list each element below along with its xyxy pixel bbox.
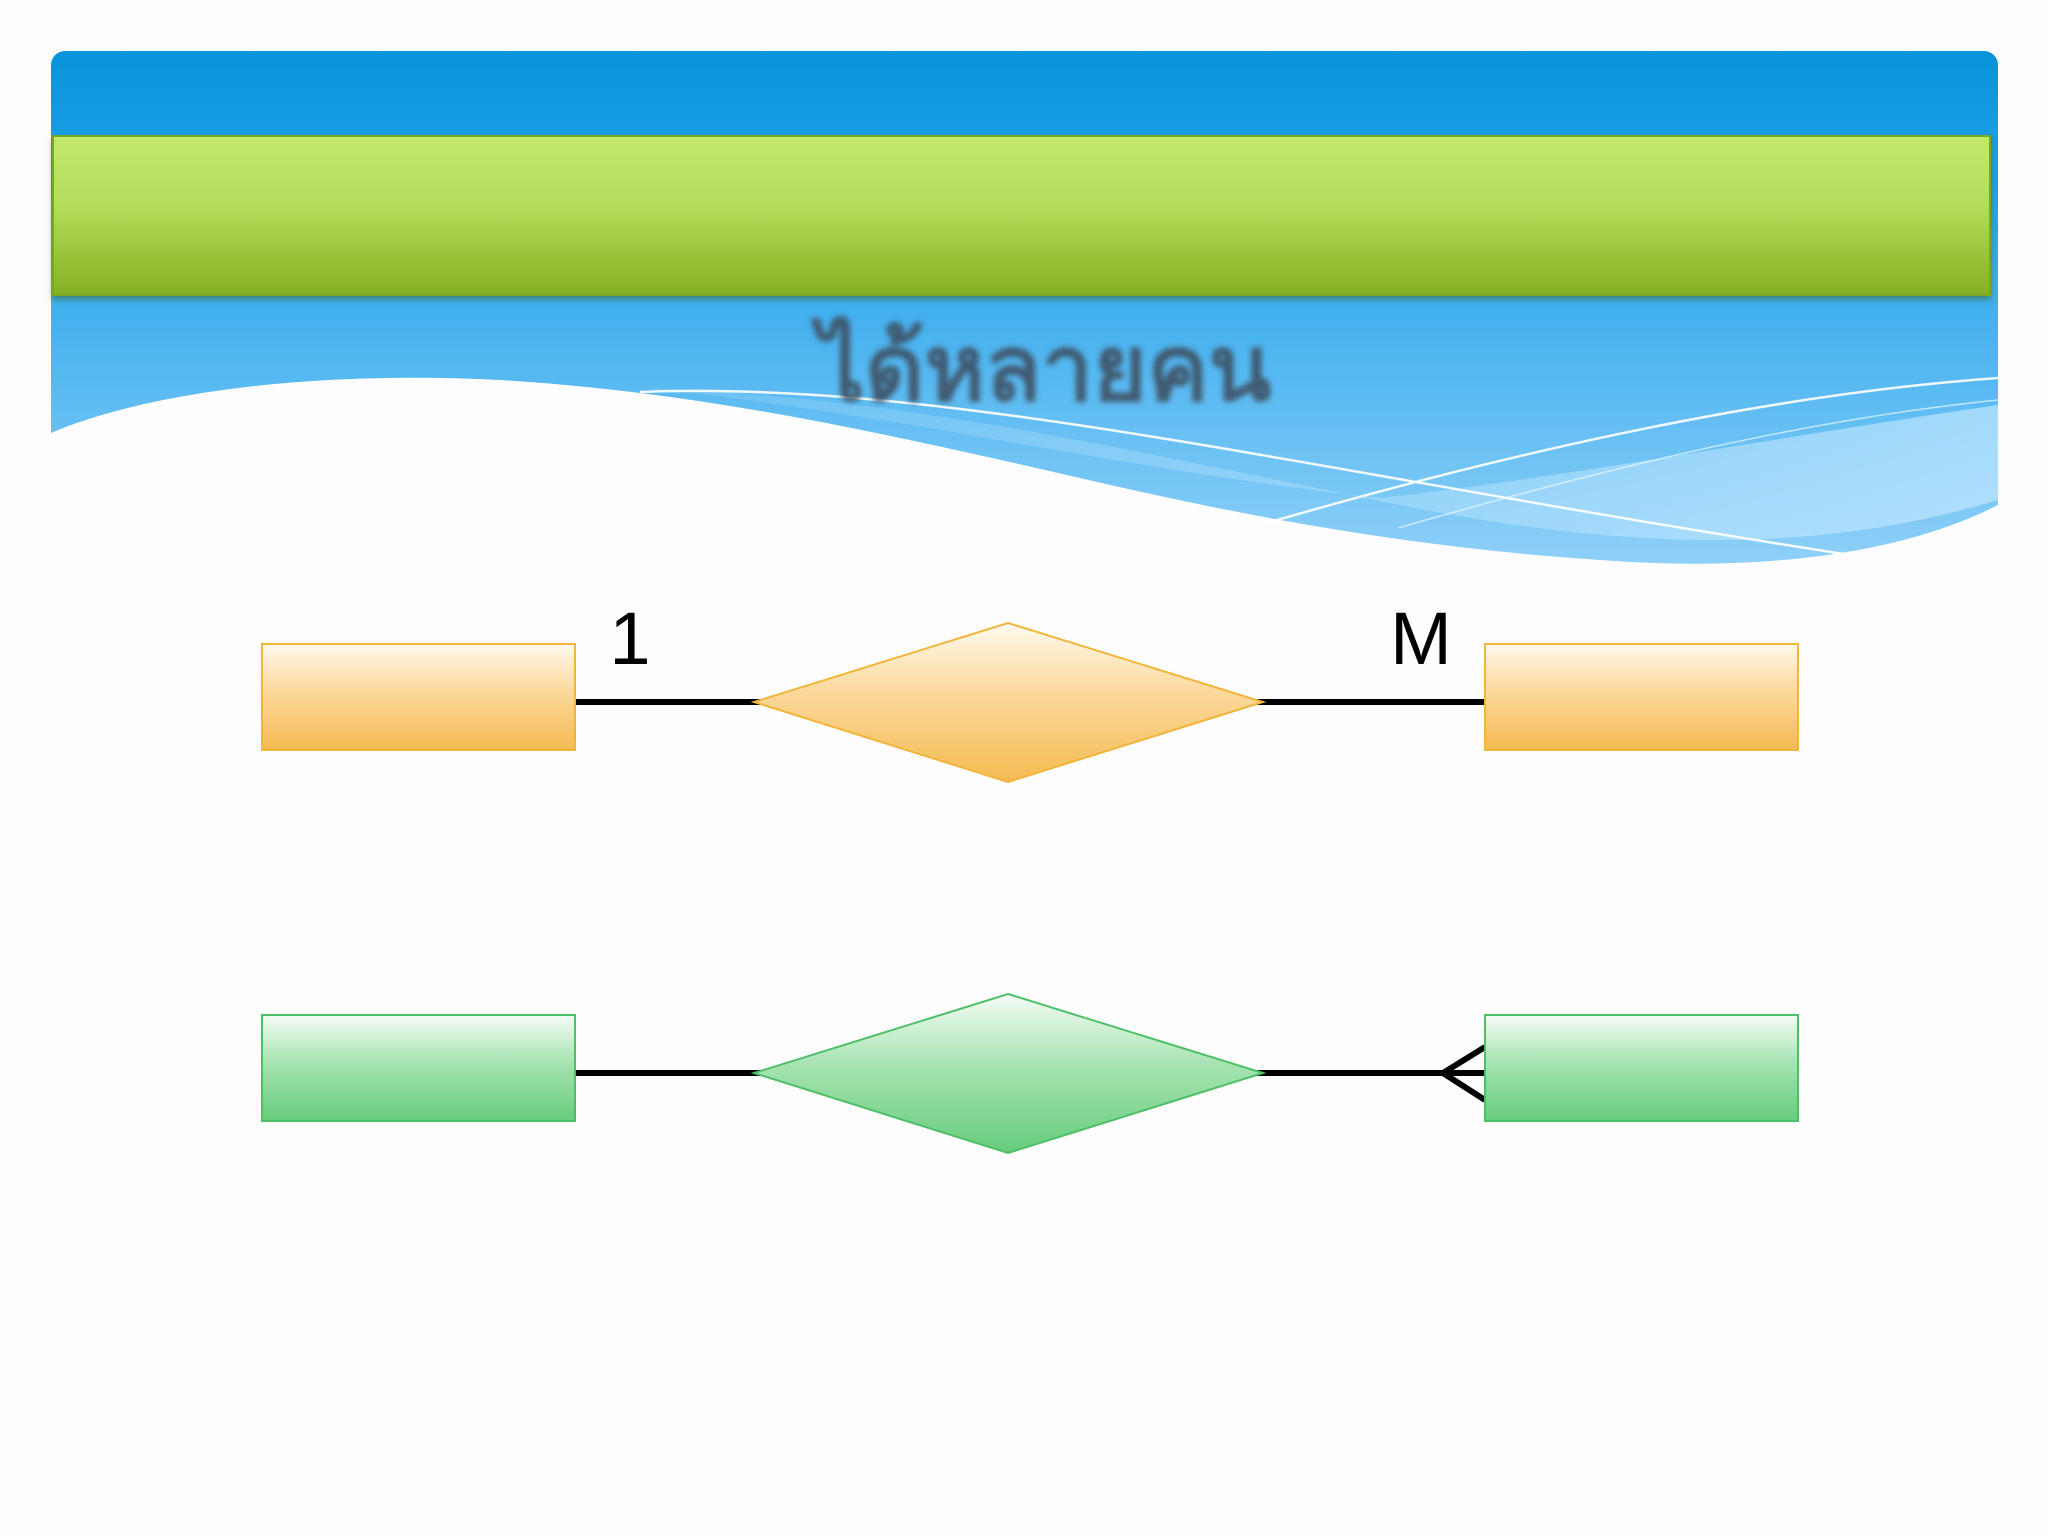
header-band [51,51,1998,564]
slide-subtitle: ได้หลายคน [809,315,1271,422]
relationship-diamond [750,621,1267,784]
cardinality-one-label: 1 [609,597,650,680]
cardinality-many-label: M [1390,597,1452,680]
wave-line-1 [639,389,1851,557]
wave-line-2 [1259,376,1998,527]
er-diagram-chen-notation: 1 M [261,597,1799,784]
er-diagram-crows-foot-notation [261,992,1799,1155]
entity-box-right [1484,1014,1799,1122]
title-bar [52,135,1991,296]
entity-box-left [261,643,576,751]
relationship-diamond [750,992,1267,1155]
entity-box-right [1484,643,1799,751]
light-wave-overlay [640,388,1998,541]
crows-foot-many-icon [1437,1044,1487,1103]
entity-box-left [261,1014,576,1122]
wave-line-3 [1397,399,1998,529]
